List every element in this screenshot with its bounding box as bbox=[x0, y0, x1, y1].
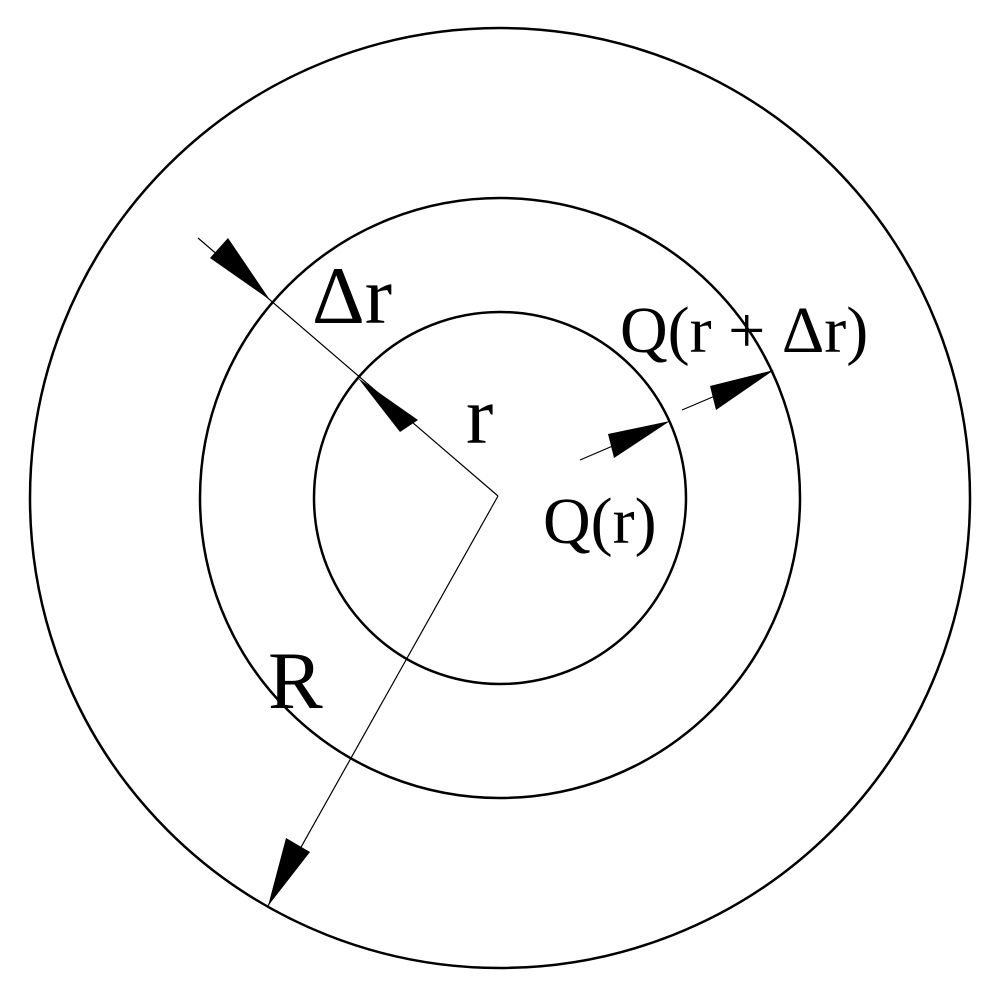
q-r-arrow bbox=[608, 421, 670, 458]
delta-r-arrow-outer bbox=[210, 238, 270, 300]
label-delta-r: Δr bbox=[312, 250, 392, 341]
middle-circle-r-plus-dr bbox=[198, 196, 802, 800]
inner-circle-r bbox=[312, 310, 688, 686]
q-r-dr-line bbox=[681, 395, 716, 411]
radius-R-arrow bbox=[268, 838, 310, 906]
label-q-r-plus-dr: Q(r + Δr) bbox=[620, 294, 868, 367]
q-r-line bbox=[579, 444, 616, 461]
radius-R-line bbox=[267, 495, 499, 907]
delta-r-arrow-inner bbox=[358, 378, 418, 432]
q-r-dr-arrow bbox=[710, 370, 774, 410]
outer-circle-R bbox=[28, 26, 972, 970]
label-r: r bbox=[466, 370, 493, 461]
label-R: R bbox=[268, 635, 323, 726]
label-q-r: Q(r) bbox=[543, 485, 657, 558]
